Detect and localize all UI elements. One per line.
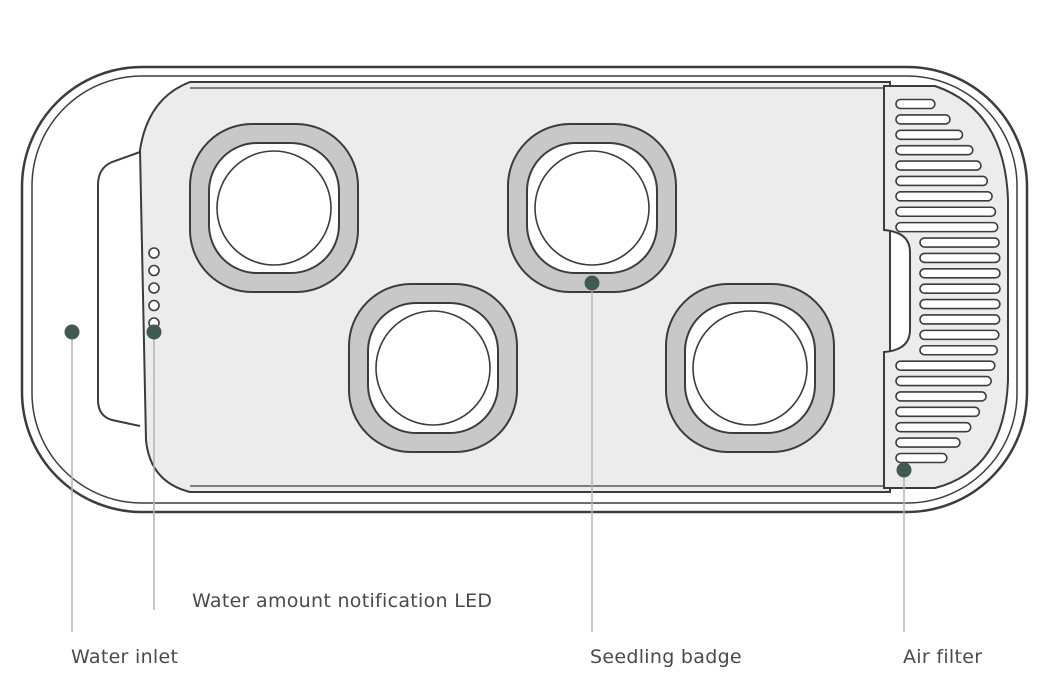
water-inlet-recess <box>97 151 141 427</box>
vent-slot <box>919 314 1001 325</box>
led-indicator <box>148 247 160 259</box>
vent-slot <box>895 160 982 171</box>
label-water-amount-led: Water amount notification LED <box>192 590 493 612</box>
vent-slot <box>895 221 999 233</box>
led-indicator <box>148 299 160 312</box>
label-air-filter: Air filter <box>903 646 983 668</box>
air-filter-vents <box>895 98 1001 464</box>
seedling-badges <box>189 123 835 453</box>
vent-slot <box>895 421 972 433</box>
label-seedling-badge: Seedling badge <box>590 646 742 668</box>
vent-slot <box>895 391 987 402</box>
marker-air-filter <box>896 462 912 478</box>
vent-slot <box>919 344 999 356</box>
marker-seedling-badge <box>584 275 600 291</box>
label-water-inlet: Water inlet <box>71 646 179 668</box>
badge-center <box>216 150 332 266</box>
vent-slot <box>919 283 1001 294</box>
marker-water-inlet <box>64 324 80 340</box>
led-indicator <box>148 264 160 277</box>
marker-led <box>146 324 162 340</box>
vent-slot <box>895 98 936 110</box>
badge-center <box>534 150 650 266</box>
vent-slot <box>895 175 989 187</box>
vent-slot <box>895 206 997 218</box>
seedling-badge <box>665 283 835 453</box>
vent-slot <box>895 144 974 156</box>
vent-slot <box>919 252 1001 264</box>
vent-slot <box>919 329 1000 341</box>
led-indicator <box>148 282 160 294</box>
badge-center <box>692 310 808 426</box>
vent-slot <box>895 375 992 387</box>
badge-center <box>375 310 491 426</box>
vent-slot <box>919 237 1000 248</box>
device-inner-shell <box>31 75 1018 504</box>
vent-slot <box>919 268 1001 279</box>
vent-slot <box>895 452 948 464</box>
vent-slot <box>895 191 993 202</box>
vent-slot <box>895 437 961 448</box>
vent-slot <box>919 298 1001 310</box>
vent-slot <box>895 360 996 371</box>
seedling-badge <box>189 123 359 293</box>
vent-slot <box>895 114 951 125</box>
vent-slot <box>895 129 964 141</box>
vent-slot <box>895 406 981 418</box>
seedling-badge <box>348 283 518 453</box>
seedling-badge <box>507 123 677 293</box>
